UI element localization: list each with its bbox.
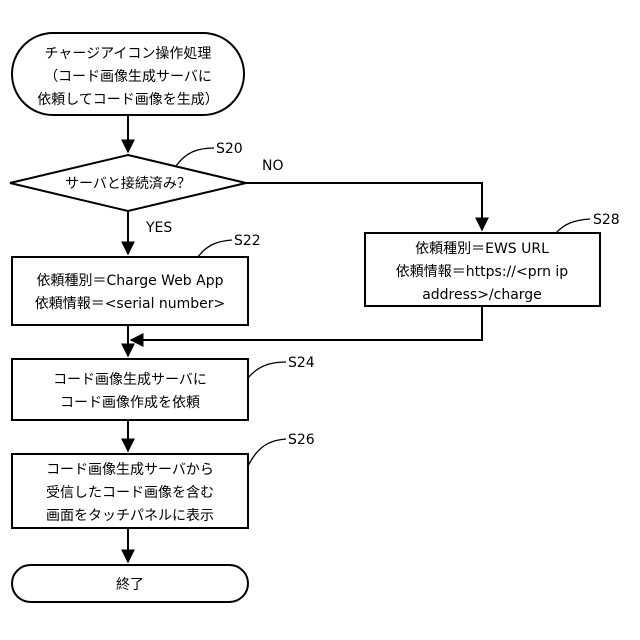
- process-box-s26: コード画像生成サーバから 受信したコード画像を含む 画面をタッチパネルに表示: [12, 454, 248, 528]
- start-terminal: チャージアイコン操作処理 （コード画像生成サーバに 依頼してコード画像を生成）: [12, 33, 244, 115]
- process-box-s22: 依頼種別＝Charge Web App 依頼情報＝<serial number>: [12, 257, 248, 325]
- process-box-s24: コード画像生成サーバに コード画像作成を依頼: [12, 359, 248, 420]
- process-box-s28: 依頼種別＝EWS URL 依頼情報＝https://<prn ip addres…: [365, 233, 600, 306]
- start-line-2: （コード画像生成サーバに: [44, 69, 212, 85]
- step-label-s20: S20: [216, 141, 243, 157]
- step-label-s22: S22: [234, 233, 261, 249]
- end-terminal: 終了: [12, 565, 248, 602]
- s28-line-2: 依頼情報＝https://<prn ip: [396, 264, 569, 280]
- yes-label: YES: [145, 220, 172, 236]
- start-line-3: 依頼してコード画像を生成）: [37, 92, 219, 108]
- s26-line-3: 画面をタッチパネルに表示: [46, 508, 214, 524]
- decision-text: サーバと接続済み？: [65, 175, 191, 192]
- s28-line-1: 依頼種別＝EWS URL: [415, 241, 549, 257]
- s26-leader: [248, 439, 286, 466]
- arrow-no-branch: [246, 183, 482, 230]
- step-label-s26: S26: [288, 432, 315, 448]
- step-label-s24: S24: [288, 355, 315, 371]
- decision-s20: サーバと接続済み？: [10, 155, 246, 211]
- s26-line-1: コード画像生成サーバから: [46, 462, 214, 478]
- s20-leader: [176, 148, 214, 166]
- s28-line-3: address>/charge: [422, 287, 542, 303]
- s22-line-1: 依頼種別＝Charge Web App: [36, 273, 223, 289]
- end-text: 終了: [116, 577, 144, 593]
- s24-leader: [248, 362, 286, 378]
- s22-leader: [198, 240, 232, 257]
- s24-line-1: コード画像生成サーバに: [53, 372, 207, 388]
- s22-line-2: 依頼情報＝<serial number>: [35, 296, 226, 312]
- start-line-1: チャージアイコン操作処理: [45, 46, 212, 62]
- s24-line-2: コード画像作成を依頼: [60, 395, 200, 411]
- s28-leader: [556, 219, 590, 233]
- step-label-s28: S28: [593, 212, 620, 228]
- no-label: NO: [262, 158, 284, 174]
- s26-line-2: 受信したコード画像を含む: [46, 485, 214, 501]
